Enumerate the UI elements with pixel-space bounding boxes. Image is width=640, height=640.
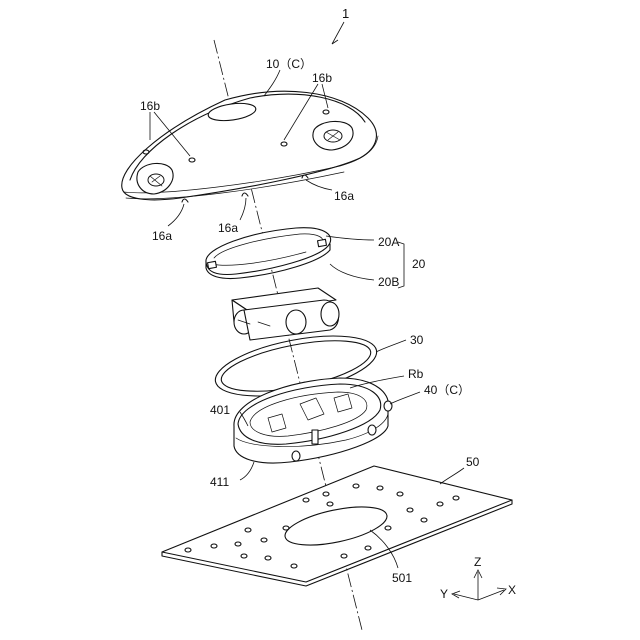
label-notch-right: 16a [334,189,354,203]
battery-pack-icon [232,288,339,340]
label-cover: 10（C） [266,57,312,71]
cover-10 [122,91,378,202]
label-plate: 50 [466,455,480,469]
axis-label-x: X [508,583,516,597]
label-notch-left: 16a [152,229,172,243]
label-hole-top-right: 16b [312,71,332,85]
axis-label-z: Z [474,555,481,569]
label-assembly: 1 [342,6,349,21]
label-part-20b: 20B [378,275,399,289]
axis-label-y: Y [440,587,448,601]
label-base-401: 401 [210,403,230,417]
label-ring: 30 [410,333,424,347]
label-notch-center: 16a [218,221,238,235]
label-base-411: 411 [210,475,229,489]
label-part-20a: 20A [378,235,399,249]
label-base: 40（C） [424,383,470,397]
label-plate-hole: 501 [392,571,412,585]
xyz-axis-icon: Z X Y [440,555,516,601]
part-20-disc [206,228,331,279]
label-hole-top-left: 16b [140,99,160,113]
label-part-20: 20 [412,257,426,271]
label-rb: Rb [408,367,424,381]
